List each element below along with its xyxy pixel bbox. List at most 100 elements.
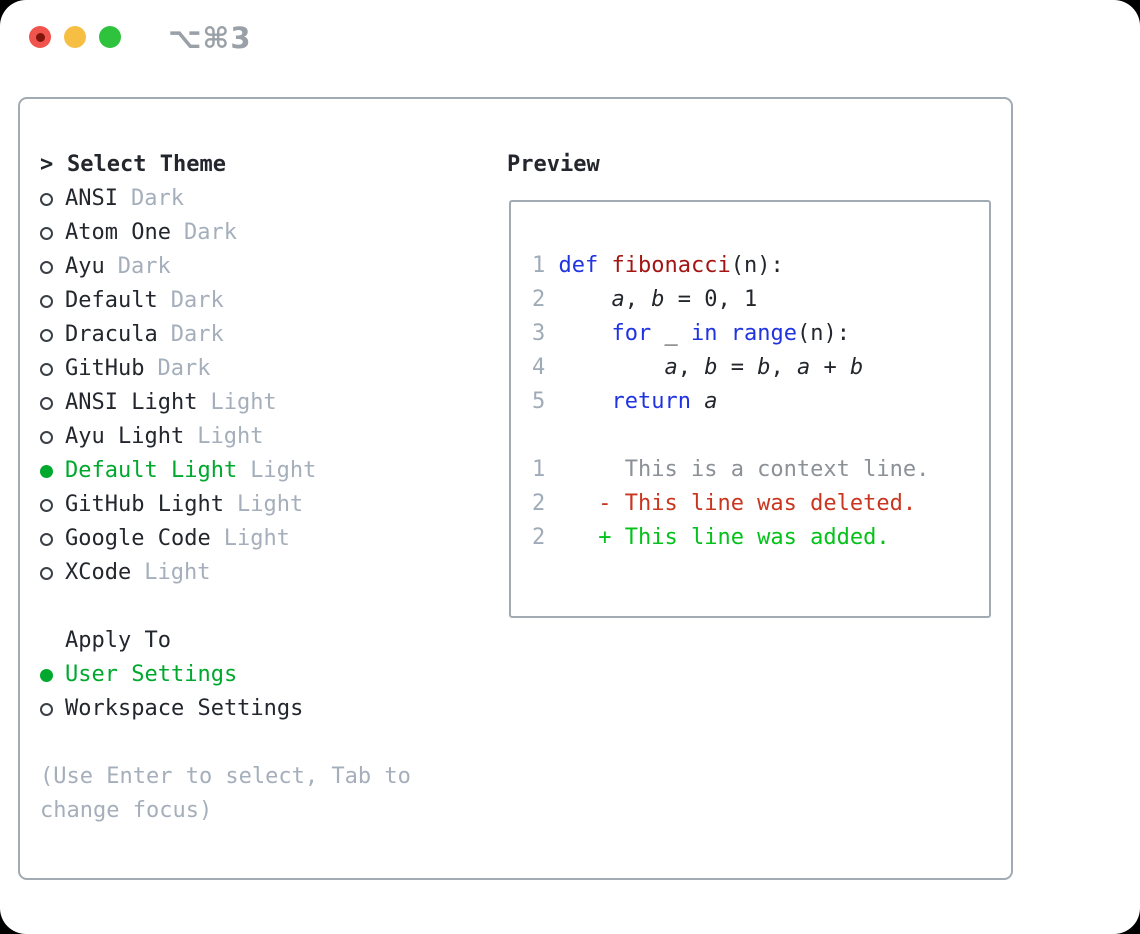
code-token: b [651,287,665,312]
keyboard-hint: (Use Enter to select, Tab to change focu… [40,764,411,823]
gutter-space [611,521,624,555]
code-token: b [757,355,771,380]
option-label: GitHub Light [65,492,224,517]
option-tag: Light [197,424,264,449]
line-number: 4 [532,355,546,380]
diff-marker-icon: + [598,525,612,550]
theme-option-ayu[interactable]: Ayu Dark [40,250,505,284]
code-token: = 0, 1 [664,287,758,312]
spacer-row [532,419,989,453]
code-token: , [677,355,705,380]
code-token: for [611,321,652,346]
code-token: fibonacci [611,253,731,278]
code-token [559,385,612,419]
diff-text: This line was added. [624,525,890,550]
close-dot-icon [35,32,45,42]
option-label: ANSI Light [65,390,198,415]
code-line: 3 for _ in range(n): [532,317,989,351]
minimize-button[interactable] [64,26,86,48]
gutter-space [545,283,558,317]
code-line: 5 return a [532,385,989,419]
code-token: def [558,253,599,278]
code-token: b [849,355,864,380]
code-line: 4 a, b = b, a + b [532,351,989,385]
apply-option-workspace-settings[interactable]: Workspace Settings [40,692,505,726]
line-number: 3 [532,321,546,346]
gutter-space [545,249,558,283]
line-number: 1 [532,253,546,278]
radio-icon [40,499,53,512]
code-token [559,351,665,385]
spacer-row [40,726,505,760]
option-label: Ayu [65,254,105,279]
apply-option-user-settings[interactable]: User Settings [40,658,505,692]
code-token: + [810,355,850,380]
option-label: Google Code [65,526,211,551]
theme-option-dracula[interactable]: Dracula Dark [40,318,505,352]
option-tag: Light [223,526,290,551]
option-tag: Dark [157,356,211,381]
option-label: XCode [65,560,132,585]
code-token [559,283,612,317]
code-token: a [796,355,811,380]
radio-icon [40,363,53,376]
option-label: Ayu Light [65,424,185,449]
option-label: Default [65,288,158,313]
diff-marker-icon [598,453,611,487]
theme-option-xcode[interactable]: XCode Light [40,556,505,590]
radio-icon [40,295,53,308]
option-tag: Light [144,560,211,585]
code-token [598,249,611,283]
diff-line-deleted: 2 - This line was deleted. [532,487,989,521]
select-theme-title: Select Theme [67,152,226,177]
code-token: a [664,355,678,380]
gutter-space [545,351,558,385]
window-shortcut-label: ⌥⌘3 [168,21,252,55]
line-number: 2 [532,287,546,312]
radio-icon [40,567,53,580]
code-token: (n): [796,321,850,346]
theme-option-github-light[interactable]: GitHub Light Light [40,488,505,522]
code-token: range [730,321,797,346]
option-tag: Dark [170,322,224,347]
radio-icon [40,703,53,716]
option-label: Atom One [65,220,171,245]
gutter-space [545,317,558,351]
line-number: 1 [532,457,546,482]
option-tag: Dark [117,254,171,279]
option-tag: Dark [130,186,184,211]
theme-option-ayu-light[interactable]: Ayu Light Light [40,420,505,454]
option-label: Workspace Settings [65,696,304,721]
code-token: b [704,355,718,380]
theme-option-default[interactable]: Default Dark [40,284,505,318]
code-token [559,317,612,351]
option-tag: Dark [170,288,224,313]
gutter-space [611,453,624,487]
option-tag: Light [250,458,317,483]
diff-text: This is a context line. [624,457,930,482]
option-label: ANSI [65,186,118,211]
code-token [691,385,704,419]
option-label: Dracula [65,322,158,347]
code-token: a [611,287,625,312]
theme-option-google-code[interactable]: Google Code Light [40,522,505,556]
theme-option-ansi[interactable]: ANSI Dark [40,182,505,216]
option-tag: Light [236,492,304,517]
preview-column: Preview 1 def fibonacci(n):2 a, b = 0, 1… [505,148,1011,878]
spacer-row [40,590,505,624]
radio-icon [40,227,53,240]
zoom-button[interactable] [99,26,121,48]
code-line: 2 a, b = 0, 1 [532,283,989,317]
radio-selected-icon [40,669,53,682]
gutter-space [545,453,598,487]
close-button[interactable] [29,26,51,48]
